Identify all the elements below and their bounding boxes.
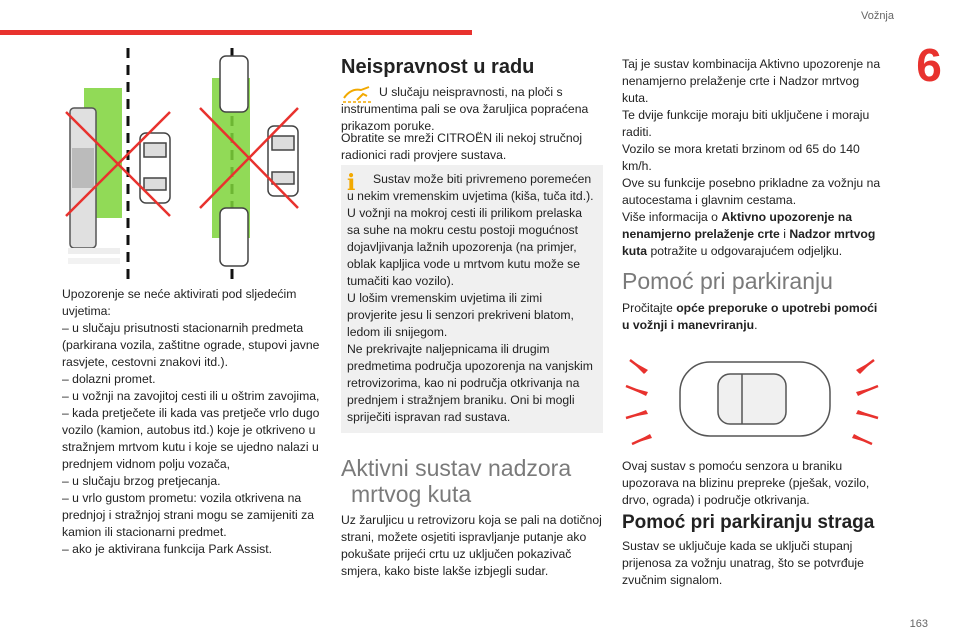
line: Taj je sustav kombinacija Aktivno upozor… bbox=[622, 57, 881, 105]
line: Vozilo se mora kretati brzinom od 65 do … bbox=[622, 142, 860, 173]
blind-spot-description: Uz žaruljicu u retrovizoru koja se pali … bbox=[341, 513, 602, 578]
info-note: i Sustav može biti privremeno poremećen … bbox=[341, 165, 603, 433]
heading-line: mrtvog kuta bbox=[351, 481, 472, 507]
rear-parking-description: Sustav se uključuje kada se uključi stup… bbox=[622, 539, 864, 587]
list-item: – kada pretječete ili kada vas pretječe … bbox=[62, 406, 320, 471]
line: Ove su funkcije posebno prikladne za vož… bbox=[622, 176, 881, 207]
blind-spot-illustration bbox=[65, 48, 299, 280]
parking-sensors-illustration bbox=[625, 359, 879, 446]
list-item: – dolazni promet. bbox=[62, 372, 156, 386]
list-item: – ako je aktivirana funkcija Park Assist… bbox=[62, 542, 272, 556]
line: potražite u odgovarajućem odjeljku. bbox=[647, 244, 843, 258]
line: Te dvije funkcije moraju biti uključene … bbox=[622, 108, 870, 139]
info-icon: i bbox=[347, 170, 356, 196]
line: Pročitajte bbox=[622, 301, 677, 315]
link-lane-departure[interactable]: Aktivno upozorenje na nenamjerno prelaže… bbox=[622, 210, 853, 241]
chapter-accent-bar bbox=[0, 30, 472, 35]
list-item: – u slučaju brzog pretjecanja. bbox=[62, 474, 221, 488]
link-general-recommendations[interactable]: opće preporuke o upotrebi pomoći u vožnj… bbox=[622, 301, 878, 332]
system-description: Taj je sustav kombinacija Aktivno upozor… bbox=[622, 56, 884, 260]
malfunction-intro: U slučaju neispravnosti, na ploči s inst… bbox=[341, 85, 589, 133]
info-line: Sustav može biti privremeno poremećen u … bbox=[347, 172, 594, 203]
line: Više informacija o bbox=[622, 210, 722, 224]
info-text: Sustav može biti privremeno poremećen u … bbox=[347, 171, 595, 426]
info-line: U vožnji na mokroj cesti ili prilikom pr… bbox=[347, 206, 583, 288]
chapter-title: Vožnja bbox=[860, 10, 894, 22]
list-intro: Upozorenje se neće aktivirati pod sljede… bbox=[62, 287, 297, 318]
section-heading-rear-parking: Pomoć pri parkiranju straga bbox=[622, 512, 875, 533]
info-line: U lošim vremenskim uvjetima ili zimi pro… bbox=[347, 291, 574, 339]
chapter-number: 6 bbox=[898, 40, 960, 90]
list-item: – u vožnji na zavojitoj cesti ili u oštr… bbox=[62, 389, 320, 403]
car-top-view bbox=[679, 361, 831, 437]
car-left bbox=[139, 132, 171, 204]
parking-reference: Pročitajte opće preporuke o upotrebi pom… bbox=[622, 300, 884, 334]
line: . bbox=[754, 318, 758, 332]
list-item: – u slučaju prisutnosti stacionarnih pre… bbox=[62, 321, 320, 369]
malfunction-advice: Obratite se mreži CITROËN ili nekoj stru… bbox=[341, 131, 583, 162]
heading-line: Aktivni sustav nadzora bbox=[341, 455, 572, 481]
line: i bbox=[779, 227, 790, 241]
parking-description: Ovaj sustav s pomoću senzora u braniku u… bbox=[622, 459, 870, 507]
list-item: – u vrlo gustom prometu: vozila otkriven… bbox=[62, 491, 314, 539]
section-heading-blind-spot: Aktivni sustav nadzora mrtvog kuta bbox=[341, 455, 603, 507]
section-heading: Neispravnost u radu bbox=[341, 56, 535, 78]
non-activation-list: Upozorenje se neće aktivirati pod sljede… bbox=[62, 286, 324, 558]
page-number: 163 bbox=[909, 618, 928, 630]
malfunction-warning-icon bbox=[341, 84, 373, 104]
link-blind-spot[interactable]: Nadzor mrtvog kuta bbox=[622, 227, 876, 258]
info-line: Ne prekrivajte naljepnicama ili drugim p… bbox=[347, 342, 593, 424]
section-heading-parking: Pomoć pri parkiranju bbox=[622, 268, 833, 294]
